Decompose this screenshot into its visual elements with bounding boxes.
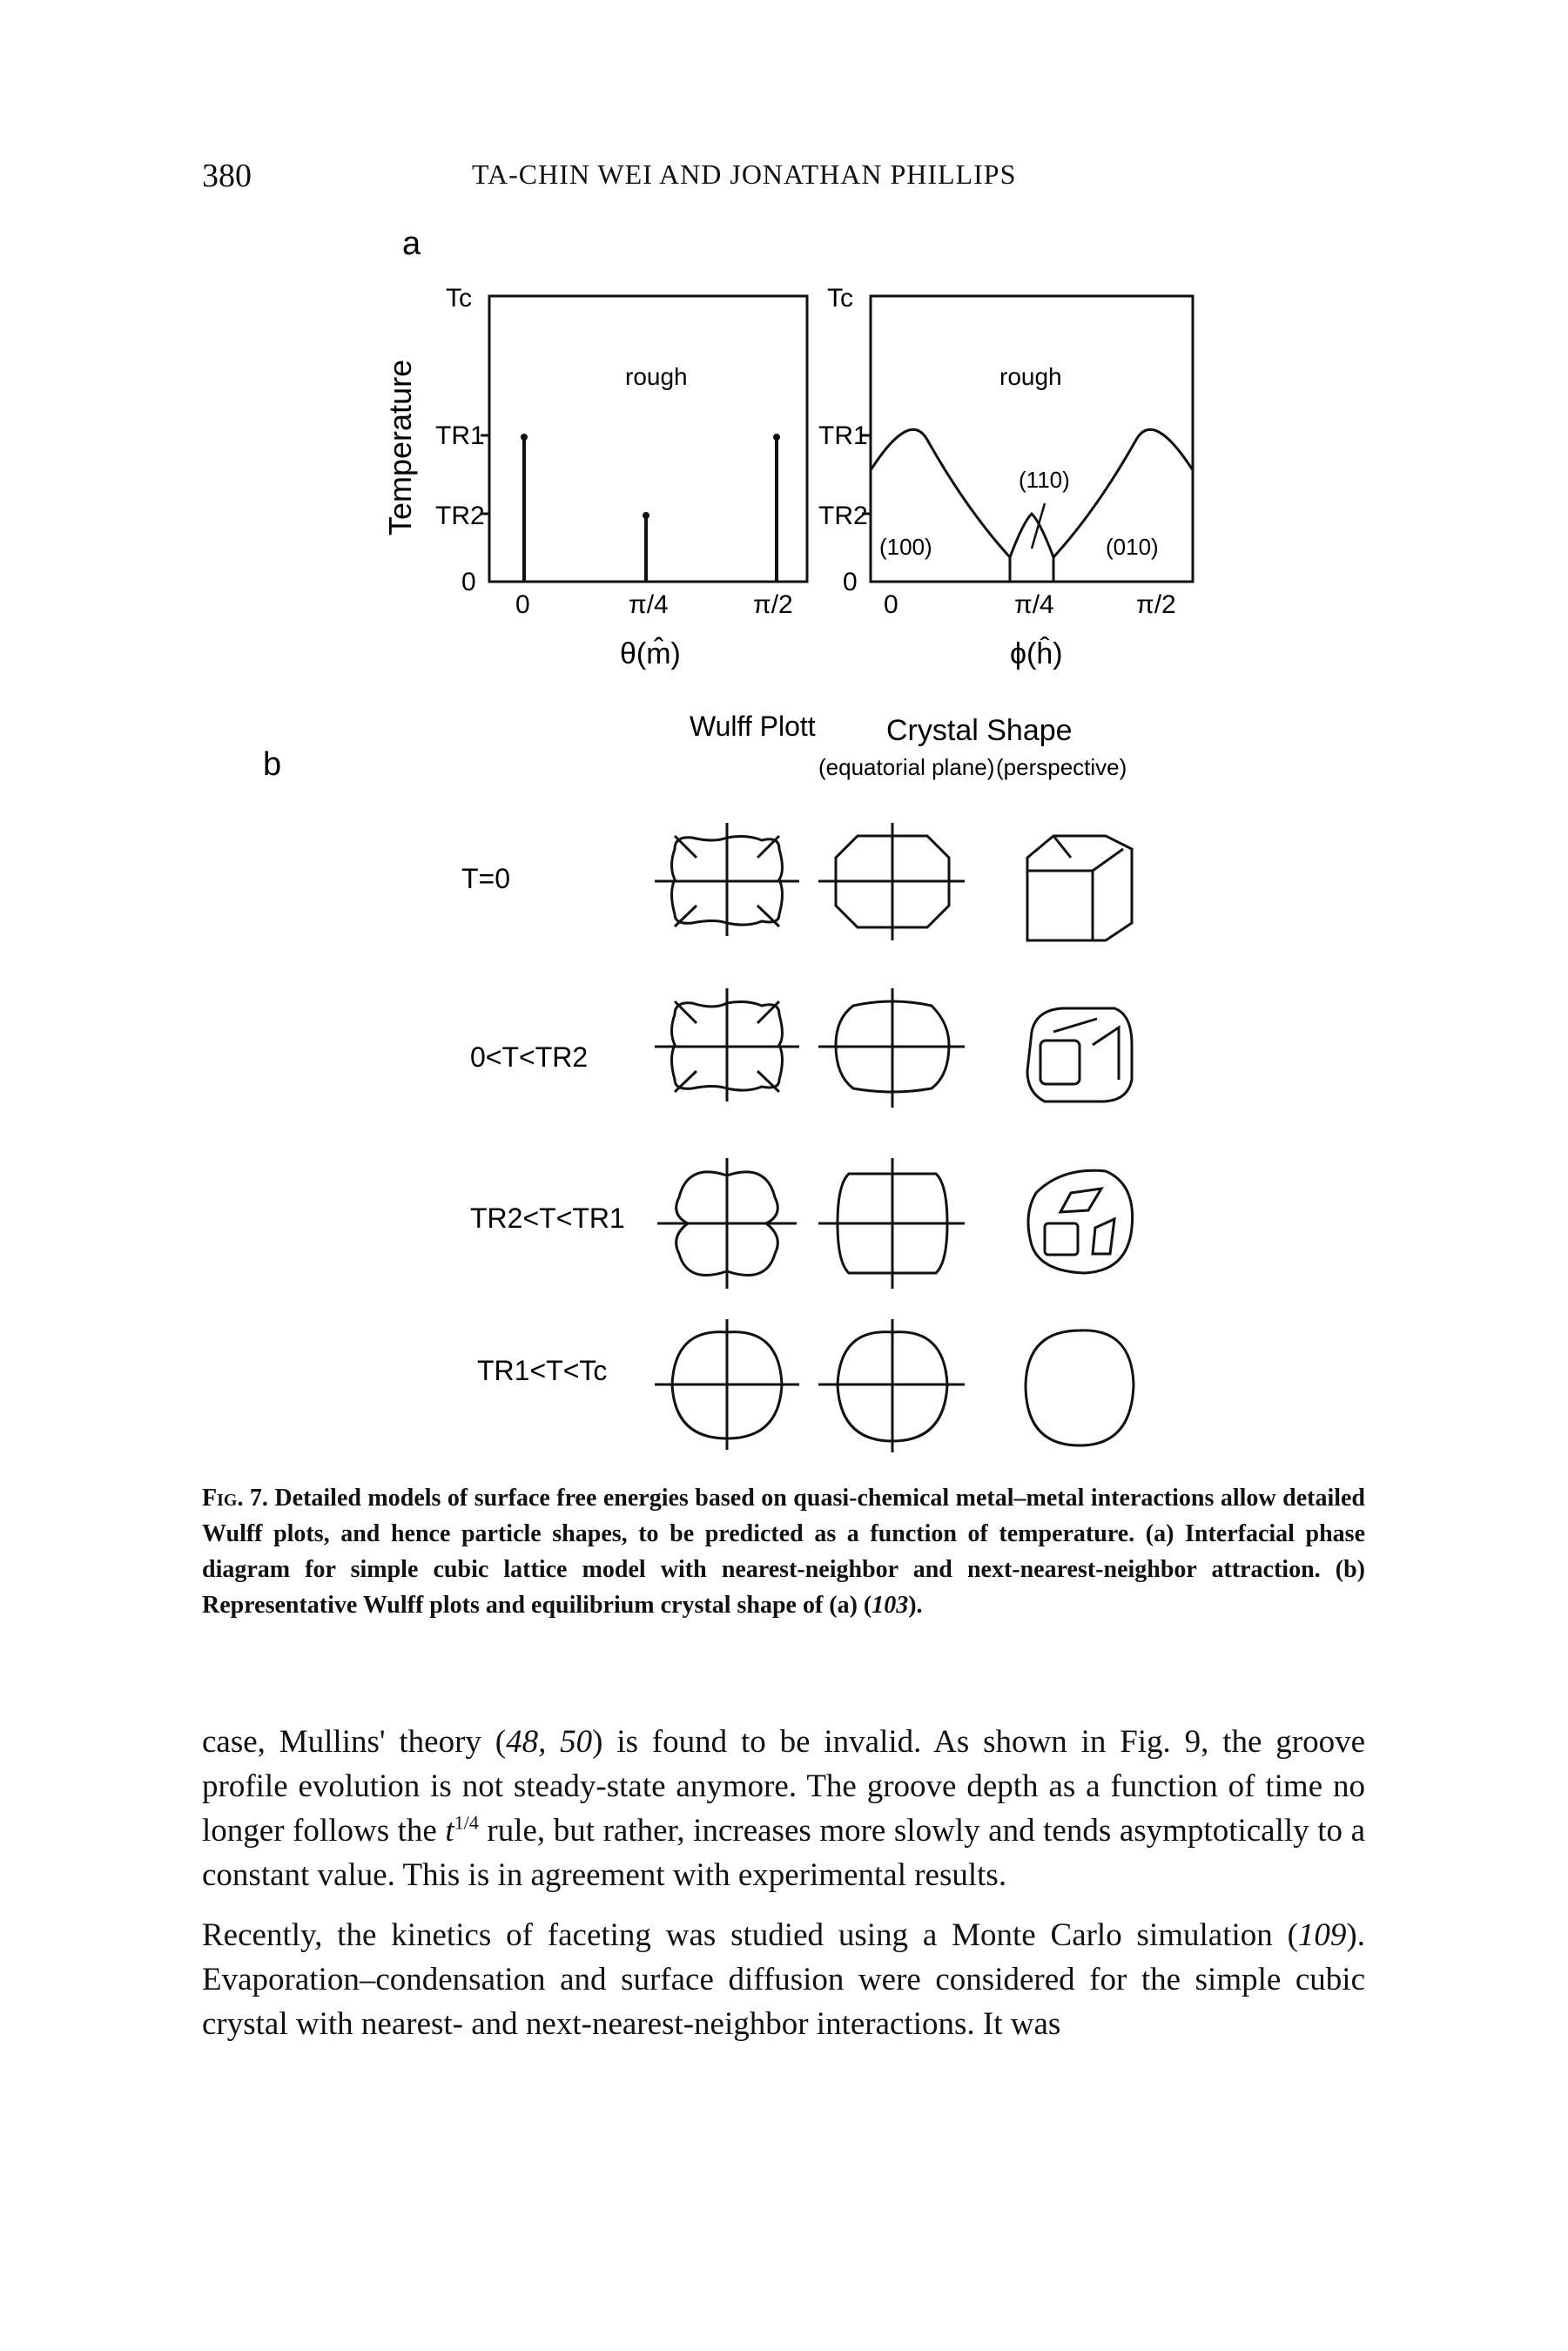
row-label-t-lt-tr2: 0<T<TR2 xyxy=(470,1041,588,1073)
left-ytick-0: 0 xyxy=(461,568,476,596)
left-plot-frame xyxy=(488,294,809,583)
crystal-perspective-tr2-t-tr1 xyxy=(1026,1169,1134,1275)
left-xtick-pi4: π/4 xyxy=(629,590,669,619)
caption-text: Detailed models of surface free energies… xyxy=(202,1485,1366,1619)
facet-110-label: (110) xyxy=(1019,467,1070,493)
crystal-perspective-t-lt-tr2 xyxy=(1026,1007,1134,1103)
p1-text-a: case, Mullins' theory ( xyxy=(202,1724,507,1760)
p2-ref: 109 xyxy=(1297,1917,1347,1953)
wulff-plot-tr1-t-tc xyxy=(655,1319,799,1450)
caption-fig-label: Fig. 7. xyxy=(202,1485,268,1512)
right-xtick-pi4: π/4 xyxy=(1014,590,1054,619)
right-phase-diagram: Tc TR1 TR2 0 rough (100) (110) (010) 0 π… xyxy=(818,284,1195,670)
right-ytick-tr2: TR2 xyxy=(818,502,868,530)
right-ytick-tr1: TR1 xyxy=(818,421,868,450)
left-ytick-tr1: TR1 xyxy=(435,421,485,450)
panel-b-label: b xyxy=(263,746,281,783)
caption-end: ). xyxy=(908,1592,923,1619)
left-ytick-tc: Tc xyxy=(446,284,472,313)
p1-exponent: 1/4 xyxy=(454,1811,479,1834)
p1-text-c: rule, but rather, increases more slowly … xyxy=(202,1813,1365,1893)
perspective-header: (perspective) xyxy=(996,754,1127,780)
crystal-equatorial-tr1-t-tc xyxy=(818,1319,965,1452)
p2-text-b: ). Evaporation–condensation and surface … xyxy=(202,1917,1365,2042)
wulff-plot-t0 xyxy=(655,823,799,936)
equatorial-header: (equatorial plane) xyxy=(818,754,994,780)
facet-010-label: (010) xyxy=(1106,534,1159,560)
wulff-header: Wulff Plott xyxy=(690,711,816,742)
right-xtick-0: 0 xyxy=(884,590,898,619)
row-label-t0: T=0 xyxy=(461,863,510,894)
figure-7: a Temperature Tc TR1 TR2 0 rough 0 π/4 π… xyxy=(263,226,1195,1452)
row-label-tr1-t-tc: TR1<T<Tc xyxy=(477,1355,607,1386)
y-axis-title: Temperature xyxy=(382,360,418,536)
right-ytick-0: 0 xyxy=(843,568,858,596)
crystal-perspective-t0 xyxy=(1026,834,1134,942)
p2-text-a: Recently, the kinetics of faceting was s… xyxy=(202,1917,1298,1953)
right-plot-frame xyxy=(869,294,1195,583)
p1-ref: 48, 50 xyxy=(506,1724,593,1760)
caption-ref: 103 xyxy=(871,1592,909,1619)
page-header: 380 TA-CHIN WEI AND JONATHAN PHILLIPS xyxy=(202,157,1365,209)
row-label-tr2-t-tr1: TR2<T<TR1 xyxy=(470,1202,625,1234)
panel-a-label: a xyxy=(402,226,421,262)
right-xlabel: ϕ(ĥ) xyxy=(1010,637,1063,670)
running-head: TA-CHIN WEI AND JONATHAN PHILLIPS xyxy=(472,158,1017,190)
paragraph-2: Recently, the kinetics of faceting was s… xyxy=(202,1913,1365,2046)
right-region-label: rough xyxy=(999,363,1062,390)
figure-caption: Fig. 7. Detailed models of surface free … xyxy=(202,1480,1365,1623)
crystal-perspective-tr1-t-tc xyxy=(1024,1329,1135,1447)
p1-text-b: ) is found to be invalid. As shown in Fi… xyxy=(202,1724,1365,1849)
left-region-label: rough xyxy=(625,363,688,390)
crystal-equatorial-tr2-t-tr1 xyxy=(818,1158,965,1289)
crystal-shape-header: Crystal Shape xyxy=(886,714,1073,747)
left-xtick-pi2: π/2 xyxy=(753,590,793,619)
wulff-plot-tr2-t-tr1 xyxy=(657,1158,797,1289)
left-xlabel: θ(m̂) xyxy=(620,637,681,670)
left-phase-diagram: Tc TR1 TR2 0 rough 0 π/4 π/2 θ(m̂) xyxy=(435,284,809,670)
paragraph-1: case, Mullins' theory (48, 50) is found … xyxy=(202,1720,1365,1897)
crystal-equatorial-t0 xyxy=(818,823,965,940)
wulff-plot-t-lt-tr2 xyxy=(655,988,799,1101)
page-number: 380 xyxy=(202,158,252,194)
crystal-equatorial-t-lt-tr2 xyxy=(818,988,965,1108)
left-ytick-tr2: TR2 xyxy=(435,502,485,530)
right-ytick-tc: Tc xyxy=(827,284,853,313)
p1-t: t xyxy=(445,1813,454,1849)
body-text: case, Mullins' theory (48, 50) is found … xyxy=(202,1720,1365,2062)
left-xtick-0: 0 xyxy=(515,590,530,619)
right-xtick-pi2: π/2 xyxy=(1136,590,1176,619)
facet-100-label: (100) xyxy=(879,534,932,560)
